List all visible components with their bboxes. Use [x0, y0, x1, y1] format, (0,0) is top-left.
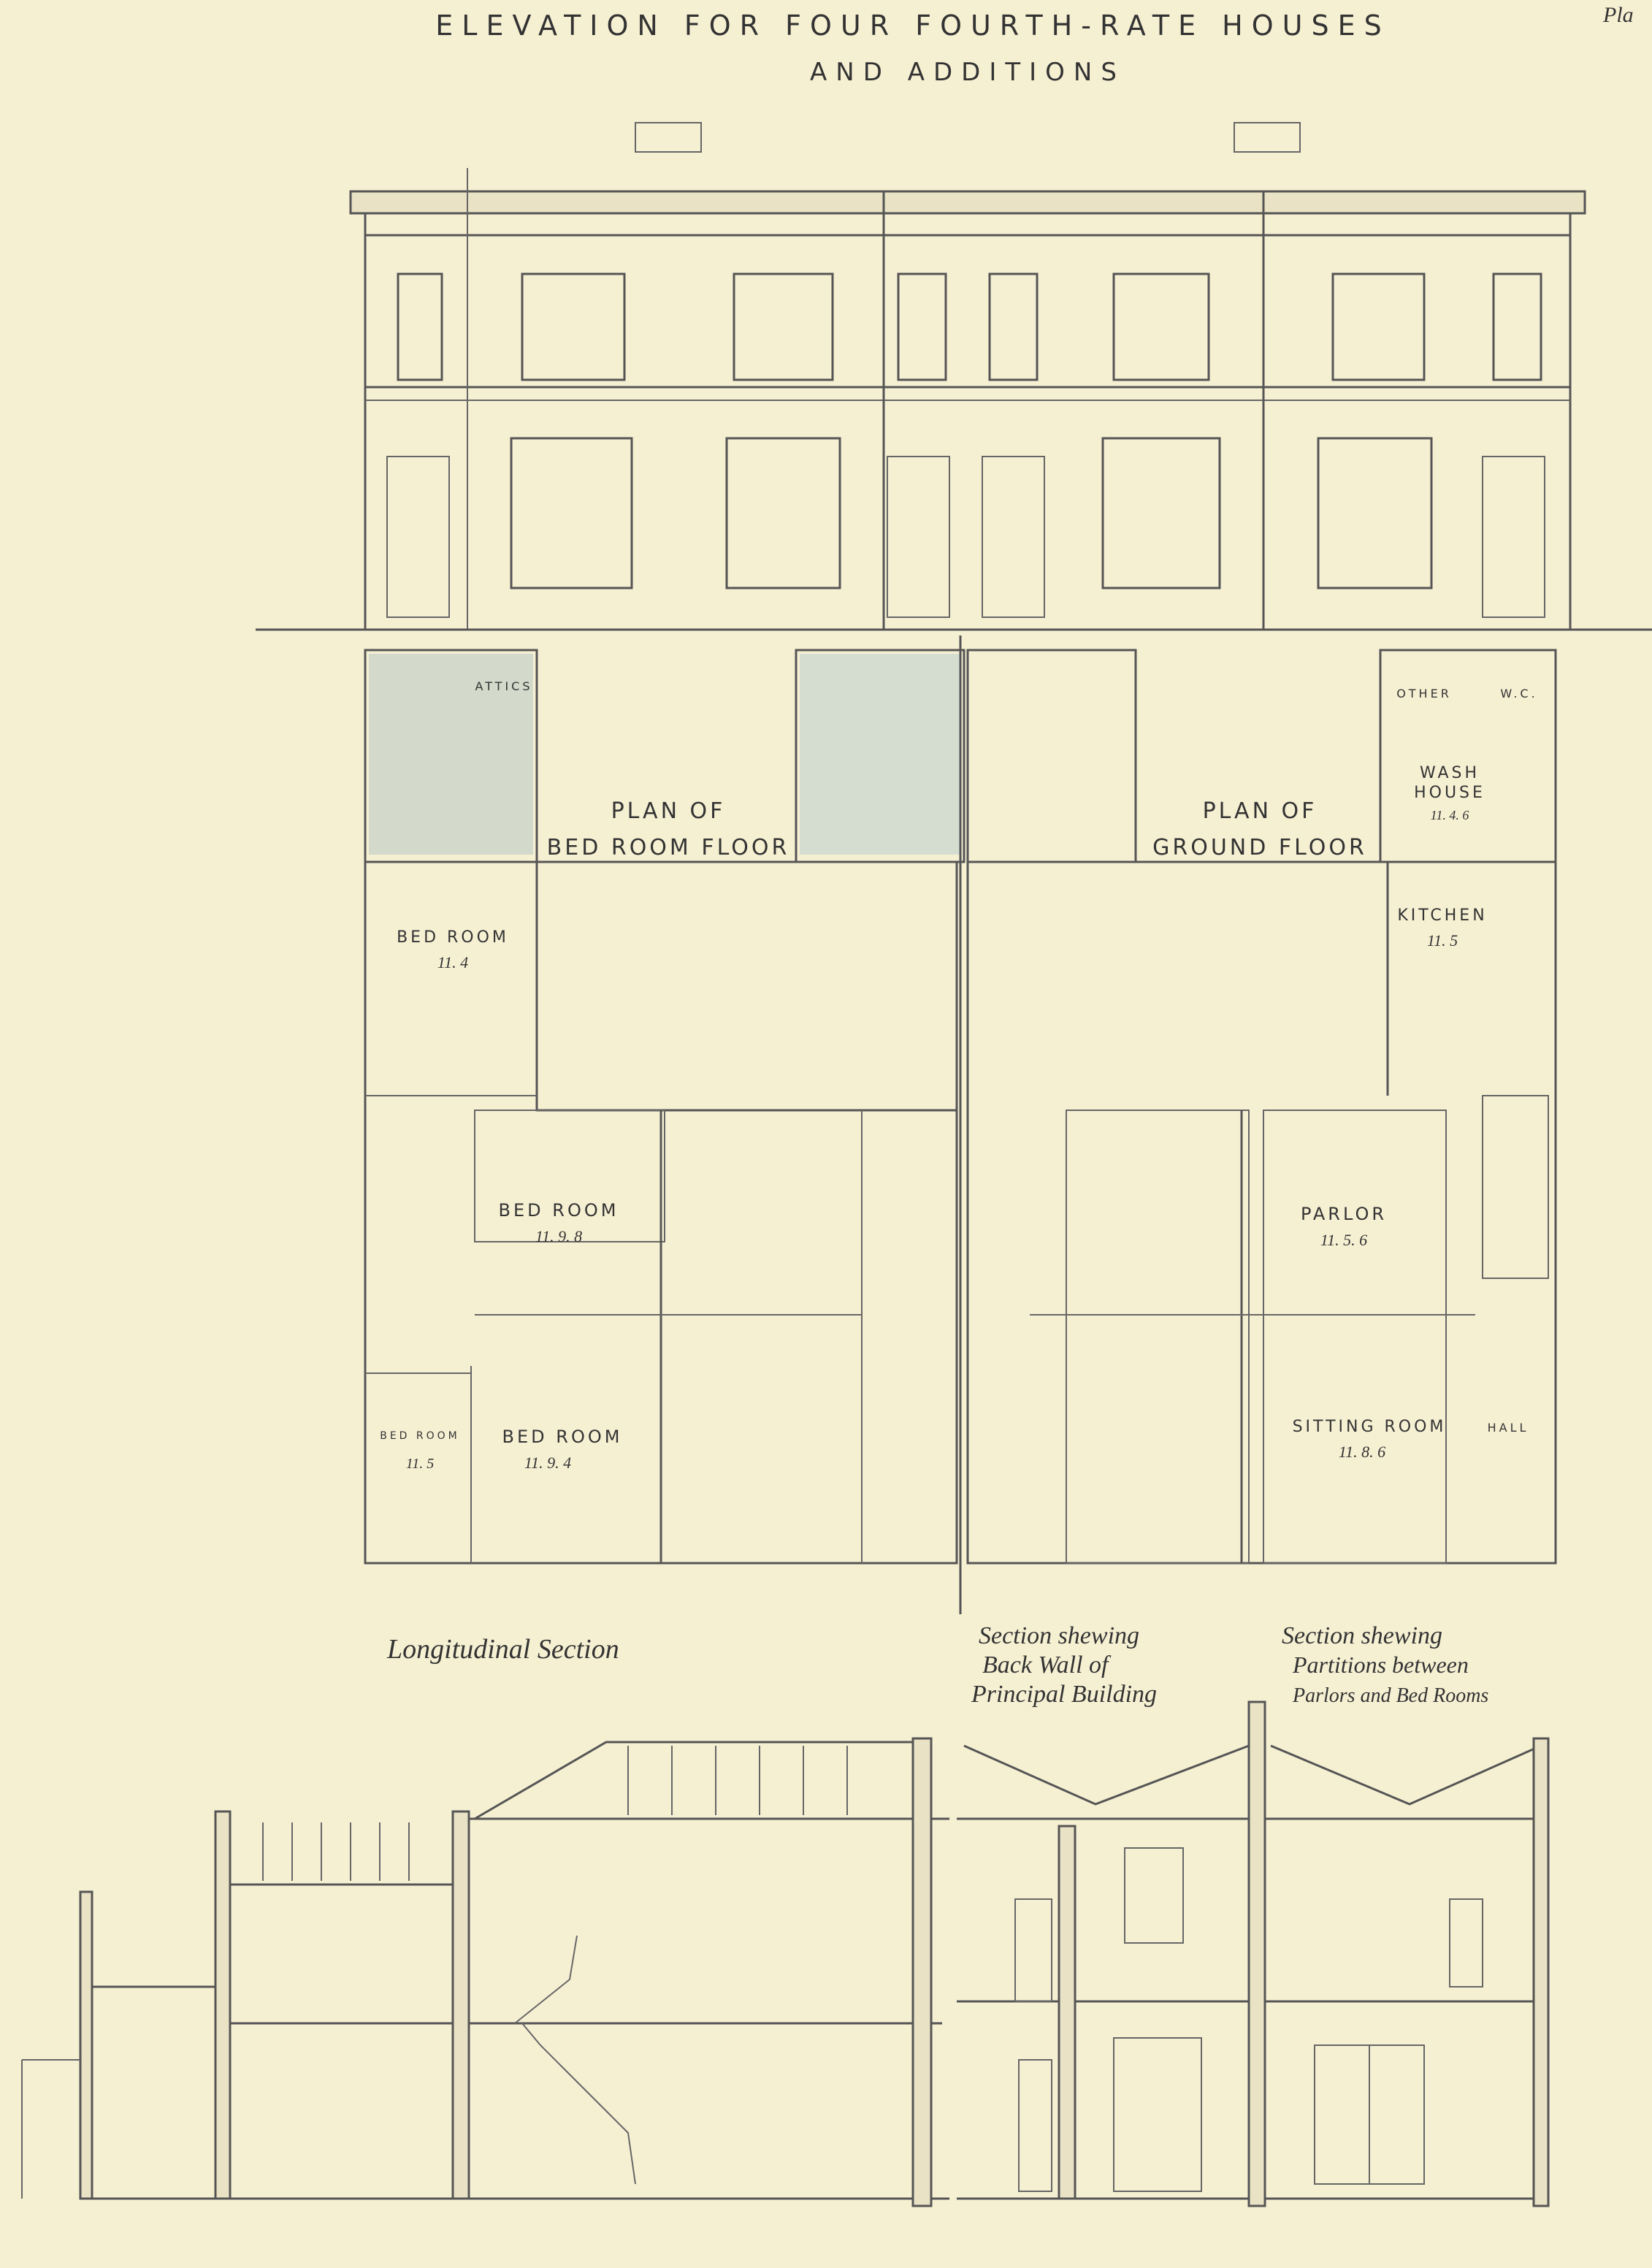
floor-plans: PLAN OF BED ROOM FLOOR PLAN OF GROUND FL… — [364, 635, 1557, 1614]
room-label-attic: ATTICS — [475, 679, 532, 693]
cross-sections — [957, 1700, 1550, 2207]
room-size-bed-low: 11. 9. 4 — [524, 1454, 571, 1472]
room-size-bed-small: 11. 5 — [406, 1456, 435, 1472]
front-elevation — [256, 122, 1652, 631]
ground-windows — [510, 437, 1433, 589]
room-label-bed-top: BED ROOM — [397, 928, 509, 947]
ground-floor-title-2: GROUND FLOOR — [1152, 835, 1367, 860]
longitudinal-section — [21, 1737, 949, 2207]
room-size-kitchen: 11. 5 — [1427, 931, 1458, 950]
plate-corner-text: Pla — [1602, 3, 1634, 27]
caption-longitudinal: Longitudinal Section — [386, 1634, 619, 1665]
title-line-1: ELEVATION FOR FOUR FOURTH-RATE HOUSES — [435, 9, 1390, 42]
room-label-wash-1: WASH — [1420, 764, 1480, 782]
room-label-wash-2: HOUSE — [1414, 784, 1485, 802]
room-label-parlor: PARLOR — [1301, 1204, 1387, 1224]
room-label-bed-small: BED ROOM — [380, 1430, 460, 1442]
room-label-sitting: SITTING ROOM — [1293, 1418, 1447, 1436]
room-label-wc: W.C. — [1500, 687, 1537, 700]
room-label-hall: HALL — [1488, 1421, 1529, 1435]
caption-partitions-3: Parlors and Bed Rooms — [1292, 1684, 1488, 1707]
bed-floor-title-1: PLAN OF — [611, 798, 726, 824]
bed-floor-title-2: BED ROOM FLOOR — [547, 835, 790, 860]
room-size-parlor: 11. 5. 6 — [1320, 1231, 1367, 1249]
room-label-other: OTHER — [1396, 687, 1452, 700]
room-size-bed-top: 11. 4 — [437, 953, 468, 971]
room-label-bed-mid: BED ROOM — [499, 1200, 619, 1221]
room-label-bed-low: BED ROOM — [502, 1427, 623, 1447]
caption-back-wall-2: Back Wall of — [982, 1652, 1112, 1679]
caption-partitions-1: Section shewing — [1282, 1622, 1442, 1649]
front-doors — [386, 456, 1545, 618]
room-label-kitchen: KITCHEN — [1397, 906, 1487, 925]
upper-windows — [397, 272, 1542, 381]
caption-back-wall-3: Principal Building — [971, 1681, 1157, 1708]
section-captions: Longitudinal Section Section shewing Bac… — [386, 1622, 1488, 1708]
ground-floor-title-1: PLAN OF — [1203, 798, 1318, 824]
room-size-wash: 11. 4. 6 — [1431, 808, 1469, 822]
room-size-sitting: 11. 8. 6 — [1339, 1443, 1385, 1461]
room-size-bed-mid: 11. 9. 8 — [535, 1227, 582, 1245]
caption-partitions-2: Partitions between — [1292, 1652, 1469, 1678]
caption-back-wall-1: Section shewing — [979, 1622, 1139, 1649]
title-line-2: AND ADDITIONS — [810, 58, 1125, 87]
